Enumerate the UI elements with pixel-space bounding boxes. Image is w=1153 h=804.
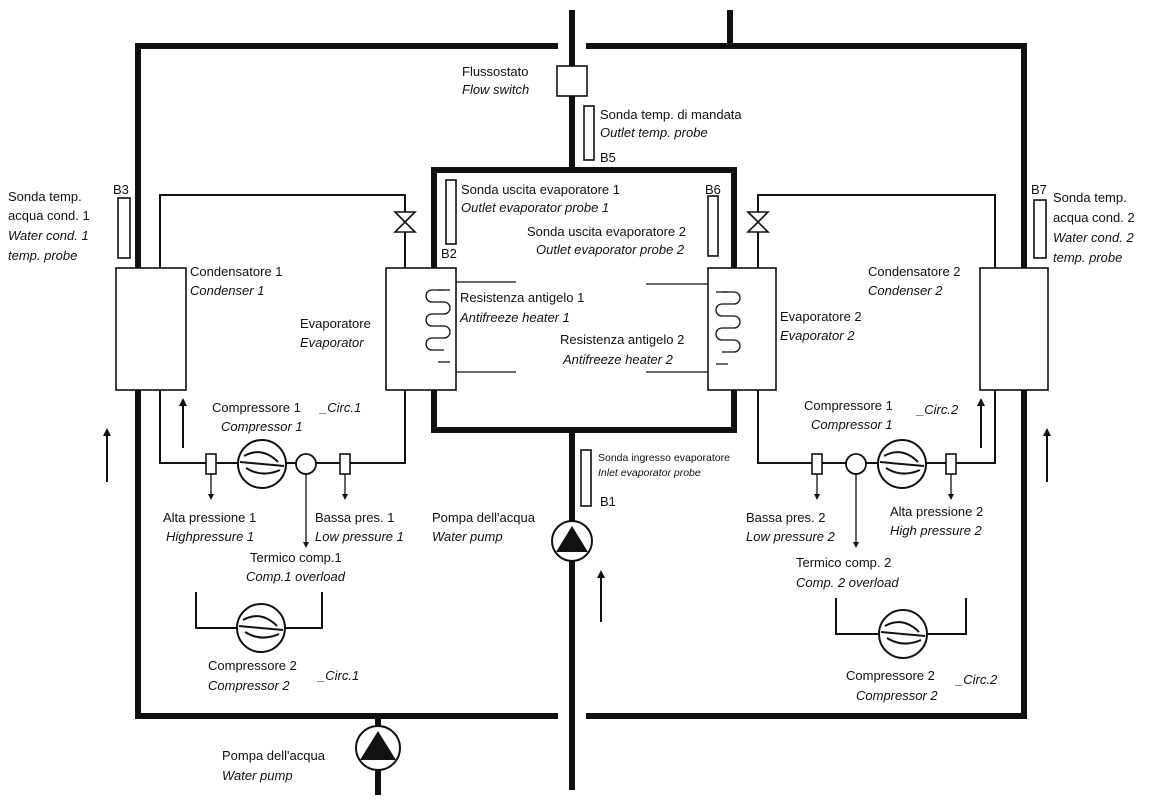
label-ov2-it: Termico comp. 2 [796,555,891,570]
compressor-1-circ-2 [877,439,927,489]
condenser-2 [979,267,1049,391]
evap-outlet-probe-2 [707,195,719,257]
high-pressure-switch-2 [945,453,957,475]
label-comp1c1-it: Compressore 1 [212,400,301,415]
label-b7: B7 [1031,182,1047,197]
label-hp2-en: High pressure 2 [890,523,983,538]
label-hp1-it: Alta pressione 1 [163,510,256,525]
water-pump-center [551,520,593,562]
label-b1: B1 [600,494,616,509]
low-pressure-switch-1 [339,453,351,475]
label-b5: B5 [600,150,616,165]
label-circ1: _Circ.1 [318,400,361,415]
label-comp2c1-it: Compressore 2 [208,658,297,673]
label-inlet-probe-it: Sonda ingresso evaporatore [598,452,730,464]
overload-sensor-2 [845,453,867,475]
label-evap1-it: Evaporatore [300,316,371,331]
label-lp1-it: Bassa pres. 1 [315,510,395,525]
label-flow-switch-it: Flussostato [462,64,528,79]
label-ov1-it: Termico comp.1 [250,550,342,565]
label-lp2-en: Low pressure 2 [746,529,836,544]
label-comp1c2-it: Compressore 1 [804,398,893,413]
label-cond1-it: Condensatore 1 [190,264,283,279]
label-evap-out2-en: Outlet evaporator probe 2 [536,242,685,257]
label-wcond2-l4: temp. probe [1053,250,1122,265]
label-b3: B3 [113,182,129,197]
label-outlet-probe-en: Outlet temp. probe [600,125,708,140]
label-cond1-en: Condenser 1 [190,283,264,298]
label-b6: B6 [705,182,721,197]
label-evap1-en: Evaporator [300,335,364,350]
evaporator-1 [385,267,457,391]
overload-sensor-1 [295,453,317,475]
condenser-1 [115,267,187,391]
antifreeze-heater-1 [425,281,516,373]
label-ov2-en: Comp. 2 overload [796,575,899,590]
low-pressure-switch-2 [811,453,823,475]
label-hp1-en: Highpressure 1 [166,529,254,544]
label-heater1-en: Antifreeze heater 1 [459,310,570,325]
label-lp2-it: Bassa pres. 2 [746,510,826,525]
antifreeze-heater-2 [646,283,741,373]
water-cond-probe-b3 [117,197,131,259]
label-heater2-it: Resistenza antigelo 2 [560,332,684,347]
label-circ2b: _Circ.2 [954,672,998,687]
label-outlet-probe-it: Sonda temp. di mandata [600,107,742,122]
label-b2: B2 [441,246,457,261]
flow-switch [556,65,588,97]
label-cond2-en: Condenser 2 [868,283,943,298]
label-evap-out2-it: Sonda uscita evaporatore 2 [527,224,686,239]
label-comp2c2-en: Compressor 2 [856,688,938,703]
label-circ1b: _Circ.1 [316,668,359,683]
label-evap-out1-en: Outlet evaporator probe 1 [461,200,609,215]
water-cond-probe-b7 [1033,199,1047,259]
label-lp1-en: Low pressure 1 [315,529,404,544]
label-comp2c2-it: Compressore 2 [846,668,935,683]
outlet-temp-probe-b5 [583,105,595,161]
label-comp1c1-en: Compressor 1 [221,419,303,434]
label-evap-out1-it: Sonda uscita evaporatore 1 [461,182,620,197]
inlet-evap-probe-b1 [580,449,592,507]
label-comp2c1-en: Compressor 2 [208,678,290,693]
compressor-1-circ-1 [237,439,287,489]
label-wcond2-l3: Water cond. 2 [1053,230,1134,245]
label-inlet-probe-en: Inlet evaporator probe [598,467,701,479]
expansion-valve-1 [393,211,417,233]
high-pressure-switch-1 [205,453,217,475]
label-evap2-it: Evaporatore 2 [780,309,862,324]
label-evap2-en: Evaporator 2 [780,328,855,343]
label-wcond1-l2: acqua cond. 1 [8,208,90,223]
compressor-2-circ-1 [195,592,323,653]
label-hp2-it: Alta pressione 2 [890,504,983,519]
label-pump-bottom-it: Pompa dell'acqua [222,748,326,763]
water-pump-bottom [355,725,401,771]
evap-outlet-probe-1 [445,179,457,245]
compressor-2-circ-2 [835,598,967,659]
label-wcond2-l2: acqua cond. 2 [1053,210,1135,225]
label-wcond1-l4: temp. probe [8,248,77,263]
label-wcond1-l1: Sonda temp. [8,189,82,204]
label-flow-switch-en: Flow switch [462,82,529,97]
label-comp1c2-en: Compressor 1 [811,417,893,432]
label-cond2-it: Condensatore 2 [868,264,961,279]
expansion-valve-2 [746,211,770,233]
label-wcond1-l3: Water cond. 1 [8,228,89,243]
label-pump-bottom-en: Water pump [222,768,293,783]
label-heater1-it: Resistenza antigelo 1 [460,290,584,305]
label-heater2-en: Antifreeze heater 2 [562,352,674,367]
label-ov1-en: Comp.1 overload [246,569,346,584]
label-circ2: _Circ.2 [915,402,959,417]
label-wcond2-l1: Sonda temp. [1053,190,1127,205]
label-pump-center-it: Pompa dell'acqua [432,510,536,525]
label-pump-center-en: Water pump [432,529,503,544]
